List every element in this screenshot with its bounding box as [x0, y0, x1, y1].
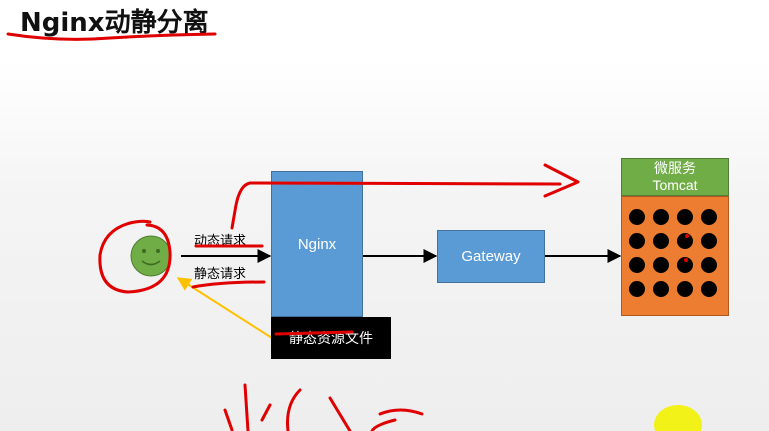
- cursor-highlight-annotation: [654, 405, 702, 431]
- dot-mark-annotation: [684, 258, 688, 262]
- bottom-scribble-annotation-2: [243, 383, 250, 431]
- bottom-scribble-annotation-5: [328, 396, 352, 431]
- instance-dot-icon: [653, 233, 669, 249]
- microservice-instances: [621, 196, 729, 316]
- instance-dot-icon: [677, 281, 693, 297]
- instance-dot-icon: [701, 209, 717, 225]
- nginx-label: Nginx: [297, 235, 337, 253]
- bottom-scribble-annotation-3: [260, 403, 272, 422]
- title-underline-annotation: [6, 32, 217, 41]
- instance-dot-icon: [653, 257, 669, 273]
- instance-dot-icon: [629, 257, 645, 273]
- user-circle-annotation: [98, 219, 172, 294]
- bottom-scribble-annotation-4: [286, 388, 302, 431]
- instance-dot-icon: [701, 233, 717, 249]
- microservice-subtitle: Tomcat: [652, 177, 698, 193]
- microservice-title: 微服务: [654, 160, 696, 176]
- instance-dot-icon: [629, 233, 645, 249]
- bottom-scribble-annotation-1: [223, 408, 234, 431]
- instance-dot-icon: [701, 257, 717, 273]
- dot-mark-annotation: [685, 234, 689, 238]
- instance-dot-icon: [629, 281, 645, 297]
- gateway-label: Gateway: [461, 248, 521, 265]
- gateway-box: Gateway: [437, 230, 545, 283]
- instance-dot-icon: [629, 209, 645, 225]
- static-underline-annotation: [191, 280, 266, 289]
- static-files-box: 静态资源文件: [271, 317, 391, 359]
- bottom-scribble-annotation-7: [378, 408, 424, 416]
- instance-dot-icon: [701, 281, 717, 297]
- instance-dot-icon: [677, 233, 693, 249]
- instance-grid: [622, 197, 728, 315]
- route-arrowhead-annotation: [543, 163, 580, 198]
- microservice-header: 微服务 Tomcat: [621, 158, 729, 196]
- bottom-scribble-annotation-6: [370, 418, 397, 431]
- page-title: Nginx动静分离: [20, 8, 209, 38]
- nginx-box: Nginx: [271, 171, 363, 317]
- instance-dot-icon: [677, 257, 693, 273]
- static-request-label: 静态请求: [194, 267, 247, 282]
- instance-dot-icon: [677, 209, 693, 225]
- route-arrow-annotation: [230, 181, 562, 230]
- instance-dot-icon: [653, 281, 669, 297]
- static-files-underline-annotation: [274, 330, 354, 336]
- instance-dot-icon: [653, 209, 669, 225]
